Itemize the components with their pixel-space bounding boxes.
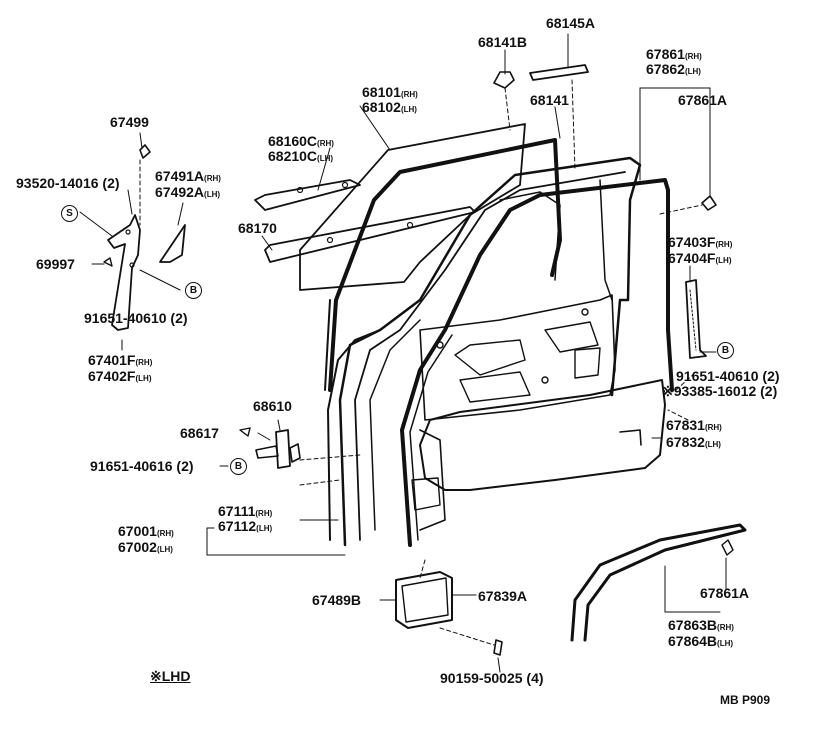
label-68102-lh: 68102(LH) bbox=[362, 99, 417, 115]
label-68141: 68141 bbox=[530, 92, 569, 108]
label-68145a: 68145A bbox=[546, 15, 596, 31]
legend-lhd: ※LHD bbox=[150, 668, 191, 684]
glass-run-channel bbox=[324, 138, 562, 392]
label-68101-rh: 68101(RH) bbox=[362, 84, 418, 100]
label-69997: 69997 bbox=[36, 256, 75, 272]
label-67863b-rh: 67863B(RH) bbox=[668, 617, 734, 633]
label-67499: 67499 bbox=[110, 114, 149, 130]
label-91651-40610-right: 91651-40610 (2) bbox=[676, 368, 780, 384]
door-trim-board bbox=[419, 379, 666, 491]
label-68160c-rh: 68160C(RH) bbox=[268, 133, 334, 149]
label-68141b: 68141B bbox=[478, 34, 528, 50]
label-91651-40616: 91651-40616 (2) bbox=[90, 458, 194, 474]
label-91651-40610-left: 91651-40610 (2) bbox=[84, 310, 188, 326]
door-hinge bbox=[239, 427, 301, 469]
figure-code: MB P909 bbox=[720, 693, 771, 707]
lower-arc-weatherstrip bbox=[570, 523, 747, 642]
label-67112-lh: 67112(LH) bbox=[218, 518, 273, 534]
leader-lines bbox=[79, 33, 727, 673]
label-67491a-rh: 67491A(RH) bbox=[155, 168, 221, 184]
front-run-channel bbox=[103, 144, 186, 331]
label-67864b-lh: 67864B(LH) bbox=[668, 633, 734, 649]
dashed-lines bbox=[139, 79, 703, 646]
marker-b-left: B bbox=[185, 282, 202, 299]
label-68617: 68617 bbox=[180, 425, 219, 441]
label-67839a: 67839A bbox=[478, 588, 528, 604]
door-frame bbox=[327, 156, 642, 547]
small-parts-top bbox=[493, 64, 717, 211]
label-67861-rh: 67861(RH) bbox=[646, 46, 702, 62]
label-68170: 68170 bbox=[238, 220, 277, 236]
label-67861a-bottom: 67861A bbox=[700, 585, 750, 601]
service-hole-cover bbox=[395, 571, 503, 656]
door-inner-panel bbox=[411, 294, 616, 531]
label-93520-14016: 93520-14016 (2) bbox=[16, 175, 120, 191]
label-67492a-lh: 67492A(LH) bbox=[155, 184, 221, 200]
label-67403f-rh: 67403F(RH) bbox=[668, 234, 733, 250]
label-67111-rh: 67111(RH) bbox=[218, 503, 273, 519]
label-93385-16012: ※93385-16012 (2) bbox=[662, 383, 778, 399]
label-67832-lh: 67832(LH) bbox=[666, 434, 721, 450]
label-67402f-lh: 67402F(LH) bbox=[88, 368, 152, 384]
label-68210c-lh: 68210C(LH) bbox=[268, 148, 334, 164]
label-67404f-lh: 67404F(LH) bbox=[668, 250, 732, 266]
label-67862-lh: 67862(LH) bbox=[646, 61, 701, 77]
label-90159-50025: 90159-50025 (4) bbox=[440, 670, 544, 686]
marker-b-hinge: B bbox=[230, 458, 247, 475]
label-67831-rh: 67831(RH) bbox=[666, 417, 722, 433]
label-67861a-top: 67861A bbox=[678, 92, 728, 108]
door-weatherstrip bbox=[400, 178, 674, 547]
marker-s: S bbox=[61, 205, 78, 222]
label-67489b: 67489B bbox=[312, 592, 362, 608]
rear-run-channel bbox=[685, 279, 707, 359]
marker-b-right: B bbox=[717, 342, 734, 359]
label-67001-rh: 67001(RH) bbox=[118, 523, 174, 539]
label-68610: 68610 bbox=[253, 398, 292, 414]
label-67002-lh: 67002(LH) bbox=[118, 539, 173, 555]
label-67401f-rh: 67401F(RH) bbox=[88, 352, 153, 368]
